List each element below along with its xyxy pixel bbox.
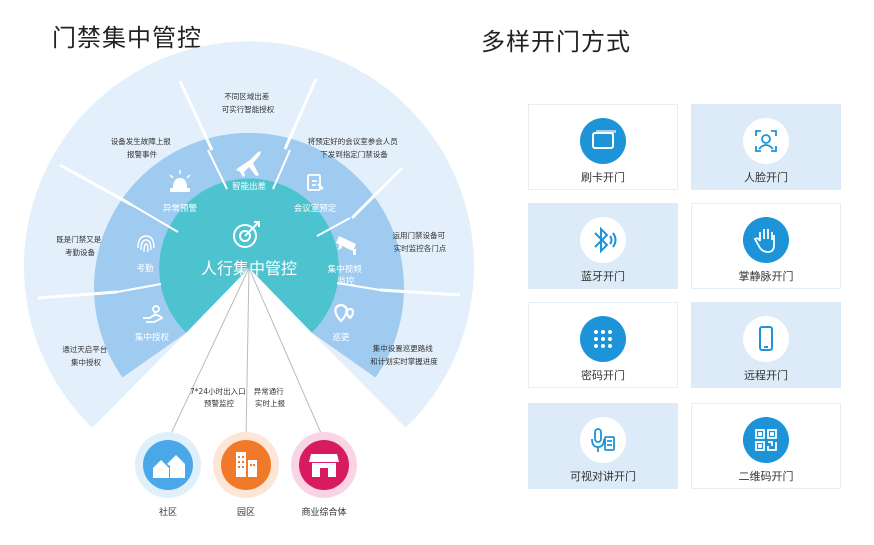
inner-label-alarm: 异常预警 <box>163 203 198 214</box>
method-card-video-intercom[interactable]: 可视对讲开门 <box>528 403 678 489</box>
location-pin-icon <box>334 303 355 323</box>
keypad-icon <box>580 316 626 362</box>
alarm-siren-icon <box>169 170 191 192</box>
buildings-icon <box>236 452 257 477</box>
left-section-title: 门禁集中管控 <box>52 24 202 52</box>
method-card-palm-vein[interactable]: 掌静脉开门 <box>691 203 841 289</box>
hand-key-icon <box>143 305 164 323</box>
method-label: 刷卡开门 <box>581 171 625 184</box>
venue-label-park: 园区 <box>237 507 255 518</box>
outer-text-business-trip: 不同区域出差 可实行智能授权 <box>222 91 275 114</box>
outer-text-meeting-room: 将预定好的会议室参会人员 下发到指定门禁设备 <box>308 136 400 159</box>
method-card-qrcode[interactable]: 二维码开门 <box>691 403 841 489</box>
fingerprint-icon <box>137 235 155 253</box>
method-label: 二维码开门 <box>738 470 794 483</box>
outer-text-attendance: 既是门禁又是 考勤设备 <box>56 235 103 257</box>
venue-park <box>213 432 279 498</box>
card-icon <box>580 118 626 164</box>
phone-icon <box>743 316 789 362</box>
method-label: 密码开门 <box>581 369 625 382</box>
spoke-lines <box>167 267 325 441</box>
venue-label-mall: 商业综合体 <box>301 506 346 518</box>
qrcode-icon <box>743 417 789 463</box>
palm-icon <box>743 217 789 263</box>
method-label: 掌静脉开门 <box>738 270 794 283</box>
inner-label-attendance: 考勤 <box>136 263 154 274</box>
method-card-bluetooth[interactable]: 蓝牙开门 <box>528 203 678 289</box>
airplane-icon <box>236 151 261 177</box>
bluetooth-icon <box>580 217 626 263</box>
method-label: 远程开门 <box>744 369 788 382</box>
spoke-text-monitoring: 7*24小时出入口 预警监控 <box>190 386 248 408</box>
right-section-title: 多样开门方式 <box>481 28 631 56</box>
venue-community <box>135 432 201 498</box>
method-label: 蓝牙开门 <box>581 270 625 283</box>
cctv-camera-icon <box>336 236 356 255</box>
intercom-icon <box>580 417 626 463</box>
center-hub <box>158 178 339 333</box>
inner-label-central-auth: 集中授权 <box>135 332 170 343</box>
inner-ring-background <box>94 132 404 378</box>
method-card-face[interactable]: 人脸开门 <box>691 104 841 190</box>
inner-label-business-trip: 智能出差 <box>232 181 266 192</box>
inner-label-meeting-room: 会议室预定 <box>294 203 337 214</box>
method-label: 可视对讲开门 <box>570 470 636 483</box>
meeting-calendar-icon <box>307 174 324 191</box>
method-card-remote[interactable]: 远程开门 <box>691 302 841 388</box>
method-card-password[interactable]: 密码开门 <box>528 302 678 388</box>
venue-label-community: 社区 <box>159 506 177 518</box>
inner-label-patrol: 巡更 <box>332 332 350 343</box>
venue-mall <box>291 432 357 498</box>
spoke-text-reporting: 异常通行 实时上报 <box>254 386 286 408</box>
outer-text-video-monitoring: 运用门禁设备可 实时监控各门点 <box>393 230 448 253</box>
outer-text-patrol: 集中设置巡更路线 和计划实时掌握进度 <box>370 343 438 366</box>
access-control-wheel: 不同区域出差 可实行智能授权 将预定好的会议室参会人员 下发到指定门禁设备 运用… <box>23 41 475 518</box>
inner-label-video-monitoring: 集中视频 监控 <box>328 264 365 287</box>
houses-icon <box>153 455 185 478</box>
outer-text-alarm: 设备发生故障上报 报警事件 <box>111 136 173 159</box>
method-label: 人脸开门 <box>744 171 788 184</box>
outer-text-central-auth: 通过天启平台 集中授权 <box>62 344 109 367</box>
target-arrow-icon <box>233 221 260 248</box>
method-card-card-swipe[interactable]: 刷卡开门 <box>528 104 678 190</box>
face-icon <box>743 118 789 164</box>
